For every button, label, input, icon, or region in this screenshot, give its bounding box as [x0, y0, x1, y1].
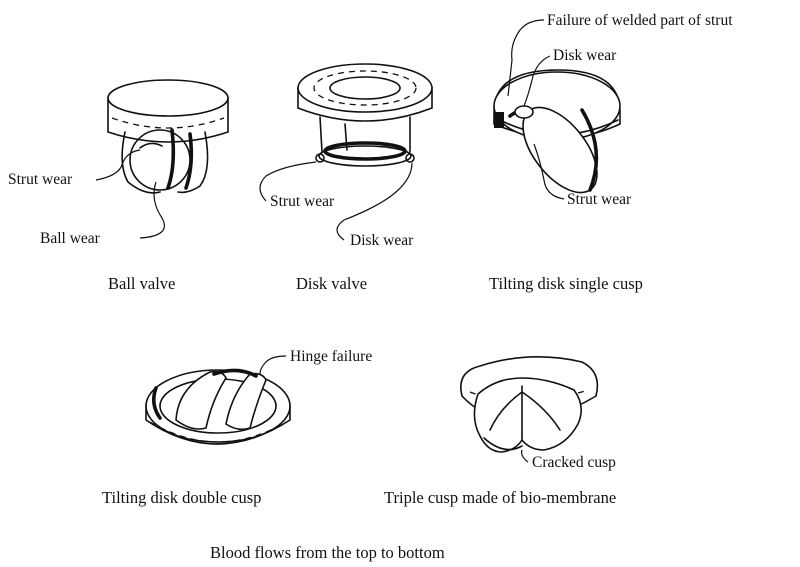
single-cusp-strut-tip	[515, 106, 533, 118]
double-cusp-hinge-failure-label: Hinge failure	[290, 348, 372, 365]
disk-valve-disk-wear-leader	[337, 163, 412, 240]
disk-valve-strut-left	[320, 117, 322, 152]
single-cusp-disk-wear-label: Disk wear	[553, 47, 617, 64]
triple-cusp-caption: Triple cusp made of bio-membrane	[384, 488, 616, 507]
double-cusp-hinge-failure-leader	[260, 356, 286, 374]
ball-valve-illustration	[108, 80, 228, 193]
triple-cusp-leaflets	[474, 378, 581, 452]
blood-flow-note: Blood flows from the top to bottom	[210, 543, 445, 562]
single-cusp-strut-wear-label: Strut wear	[567, 191, 632, 208]
single-cusp-caption: Tilting disk single cusp	[489, 274, 643, 293]
disk-valve-strut-wear-label: Strut wear	[270, 193, 335, 210]
ball-valve-wear-mark	[140, 143, 162, 148]
ball-valve-ring-top	[108, 80, 228, 116]
single-cusp-weld-block	[494, 112, 504, 128]
triple-cusp-cracked-label: Cracked cusp	[532, 454, 616, 471]
double-cusp-caption: Tilting disk double cusp	[102, 488, 261, 507]
ball-valve-caption: Ball valve	[108, 274, 175, 293]
disk-valve-caption: Disk valve	[296, 274, 367, 293]
ball-valve-ball-wear-label: Ball wear	[40, 230, 101, 247]
disk-valve-disk-wear-label: Disk wear	[350, 232, 414, 249]
ball-valve-strut-wear-label: Strut wear	[8, 171, 73, 188]
tilting-disk-double-cusp-illustration	[146, 370, 290, 444]
tilting-disk-single-cusp-illustration	[494, 70, 620, 205]
triple-cusp-illustration	[461, 357, 598, 452]
single-cusp-weld-failure-label: Failure of welded part of strut	[547, 12, 733, 29]
triple-cusp-cracked-leader	[522, 450, 528, 462]
disk-valve-illustration	[298, 64, 432, 166]
